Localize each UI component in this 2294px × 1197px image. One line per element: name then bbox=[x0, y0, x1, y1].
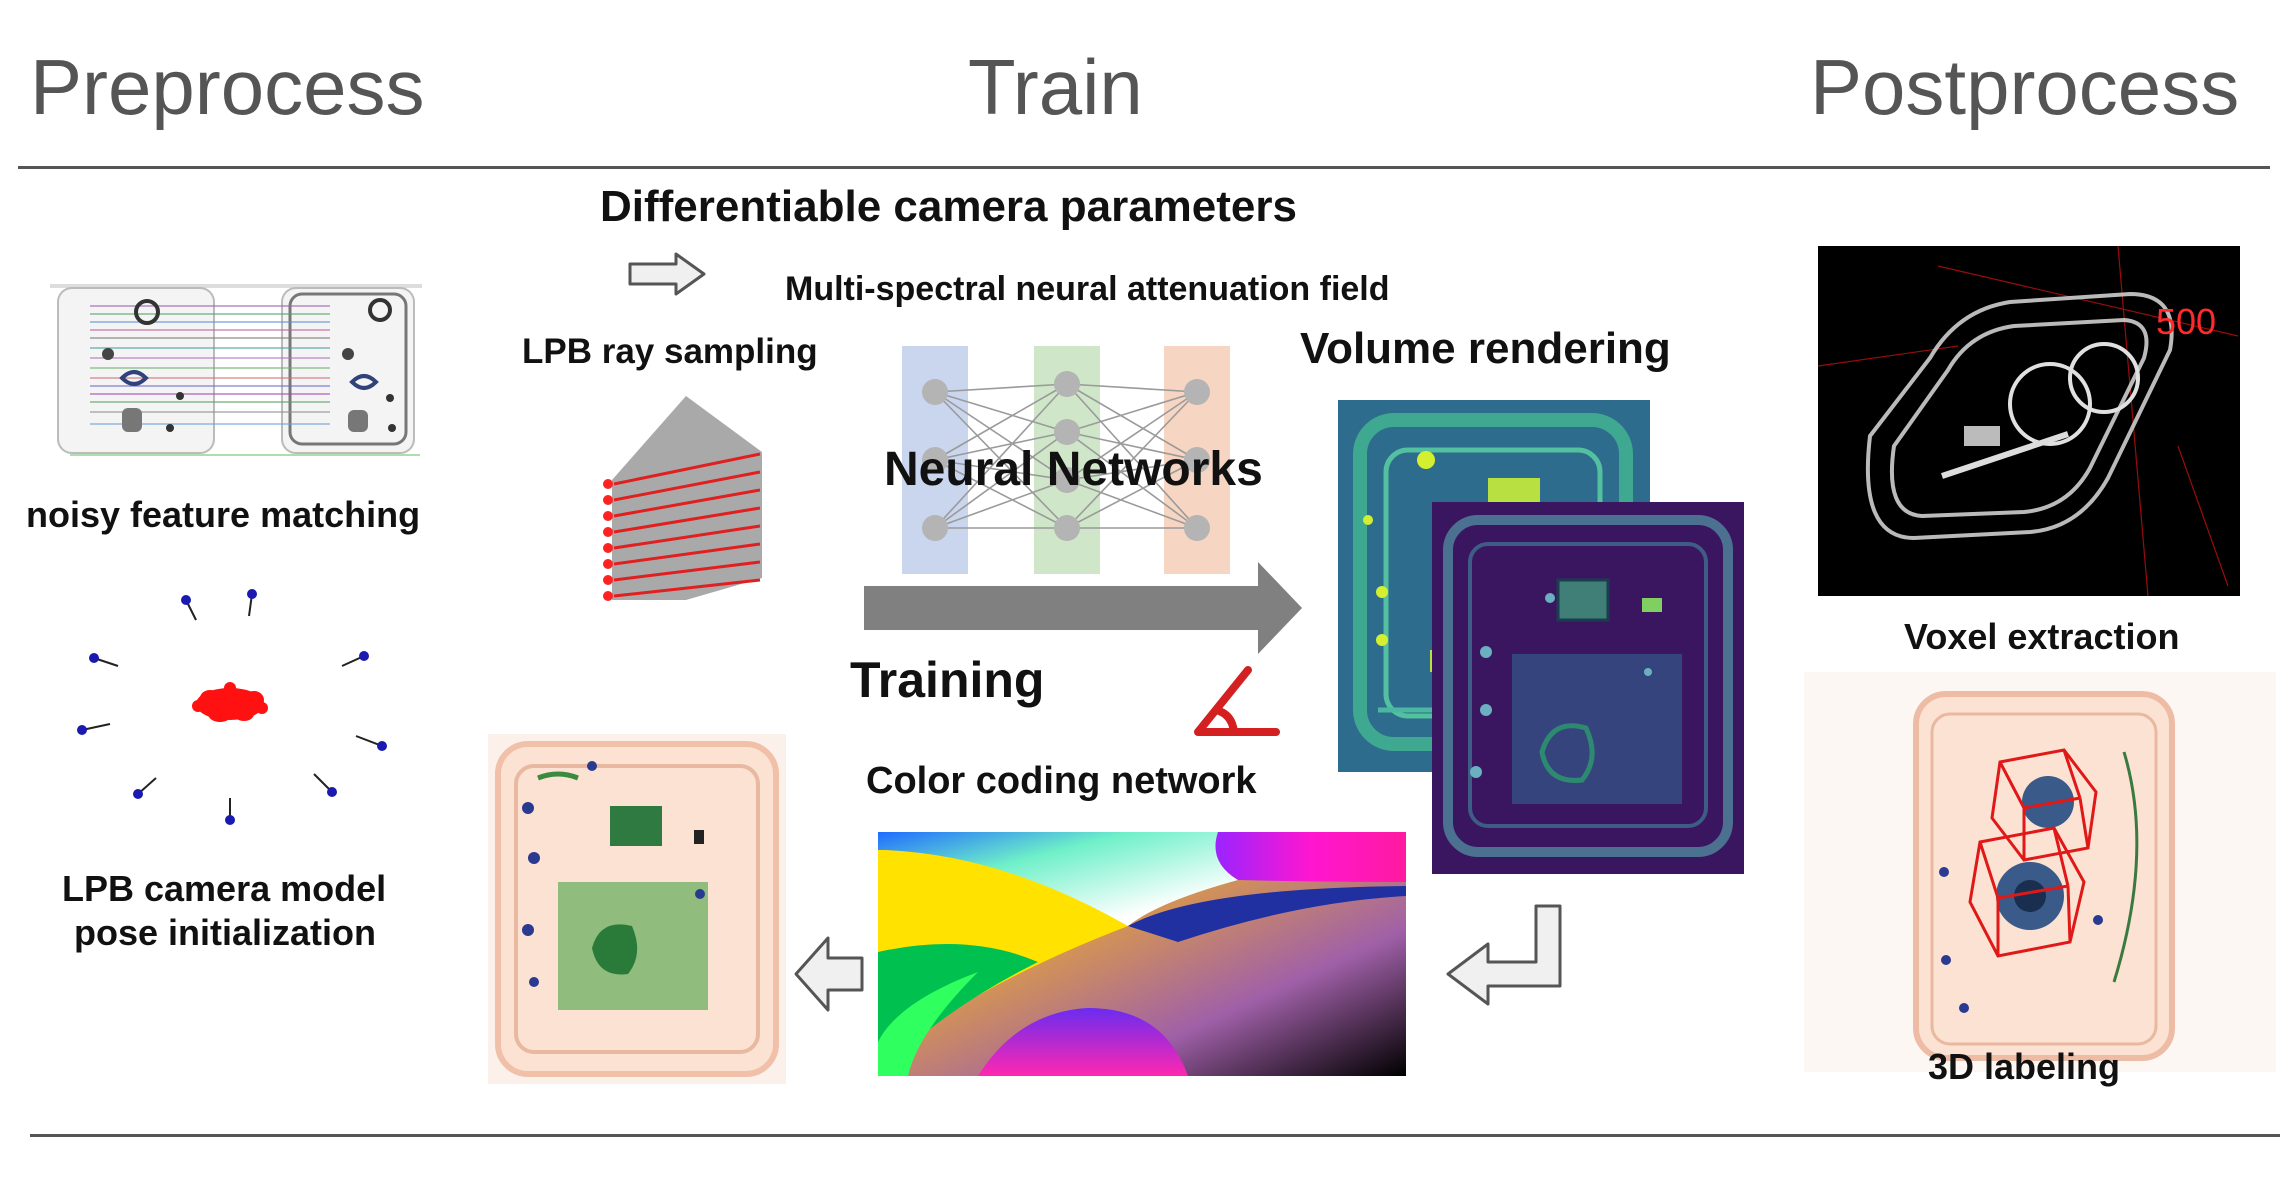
bottom-divider bbox=[30, 1134, 2280, 1137]
volume-rendering-label: Volume rendering bbox=[1300, 324, 1671, 373]
3d-labeling-label: 3D labeling bbox=[1928, 1046, 2121, 1087]
color-xray-image bbox=[488, 734, 786, 1084]
heading-postprocess: Postprocess bbox=[1810, 43, 2240, 131]
lpb-camera-label-line2: pose initialization bbox=[74, 912, 377, 953]
heading-preprocess: Preprocess bbox=[30, 43, 425, 131]
lpb-ray-sampling-label: LPB ray sampling bbox=[522, 332, 818, 371]
neural-network-diagram bbox=[902, 346, 1230, 574]
loss-angle-icon bbox=[1194, 666, 1280, 736]
feature-matching-image bbox=[50, 284, 422, 456]
color-coding-network-label: Color coding network bbox=[866, 760, 1257, 802]
noisy-feature-matching-label: noisy feature matching bbox=[26, 494, 421, 535]
hollow-arrow-left-icon bbox=[794, 936, 864, 1012]
volume-render-purple bbox=[1432, 502, 1744, 874]
neural-networks-label: Neural Networks bbox=[884, 443, 1263, 496]
training-arrow bbox=[864, 562, 1302, 654]
neural-attenuation-field-label: Multi-spectral neural attenuation field bbox=[785, 270, 1390, 308]
hollow-return-arrow-icon bbox=[1446, 904, 1562, 1006]
voxel-extraction-label: Voxel extraction bbox=[1904, 616, 2180, 657]
lpb-camera-label-line1: LPB camera model bbox=[62, 868, 387, 909]
3d-labeling-image bbox=[1804, 672, 2276, 1072]
voxel-count-text: 500 bbox=[2156, 301, 2216, 342]
differentiable-camera-label: Differentiable camera parameters bbox=[600, 182, 1297, 231]
training-label: Training bbox=[850, 652, 1045, 708]
hollow-arrow-right-icon bbox=[628, 252, 706, 296]
ray-sampling-diagram bbox=[603, 396, 762, 601]
color-coding-map bbox=[878, 832, 1406, 1076]
top-divider bbox=[18, 166, 2270, 169]
voxel-extraction-image: 500 bbox=[1817, 245, 2240, 597]
camera-poses-image bbox=[77, 589, 387, 825]
heading-train: Train bbox=[968, 43, 1143, 131]
